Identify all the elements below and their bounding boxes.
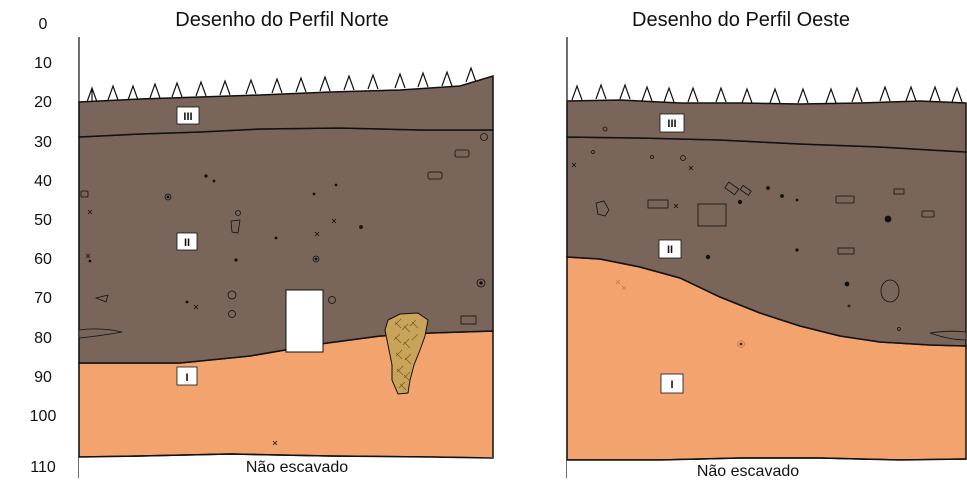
west-label-i: I [670,379,673,391]
depth-label-100: 100 [30,408,57,425]
north-feature-pit [384,312,429,395]
west-label-i-box: I [660,373,684,394]
depth-label-0: 0 [39,16,48,33]
west-profile: Desenho do Perfil Oeste [566,9,967,480]
depth-scale: 0 10 20 30 40 50 60 70 80 90 100 110 [30,16,57,476]
west-label-ii: II [667,244,673,256]
west-inclusions [571,126,967,348]
north-profile-title: Desenho do Perfil Norte [175,9,388,31]
north-unexcavated-label: Não escavado [246,459,348,476]
west-unexcavated-strip [567,460,966,479]
north-label-ii-box: II [176,232,198,251]
west-label-ii-box: II [658,239,682,259]
north-label-i-box: I [176,366,198,386]
depth-label-30: 30 [34,134,52,151]
depth-label-80: 80 [34,330,52,347]
depth-label-40: 40 [34,173,52,190]
depth-label-110: 110 [30,459,56,476]
north-inclusions [78,133,488,446]
west-unexcavated-label: Não escavado [697,463,799,480]
north-label-iii: III [183,111,192,123]
depth-label-10: 10 [34,55,52,72]
north-layer-iii [78,74,494,138]
west-label-iii-box: III [659,113,685,133]
west-profile-title: Desenho do Perfil Oeste [632,9,850,31]
north-grass-marks [86,66,477,103]
north-label-i: I [185,372,188,384]
depth-label-70: 70 [34,290,52,307]
north-label-iii-box: III [176,106,200,125]
depth-label-90: 90 [34,369,52,386]
west-layer-iii [566,99,967,153]
north-sample-rectangle [285,289,324,353]
west-label-iii: III [667,118,676,130]
north-unexcavated-strip [79,457,493,479]
depth-label-20: 20 [34,94,52,111]
north-profile: Desenho do Perfil Norte [78,9,494,479]
depth-label-50: 50 [34,212,52,229]
depth-label-60: 60 [34,251,52,268]
north-label-ii: II [184,237,190,249]
west-grass-marks [571,83,963,104]
